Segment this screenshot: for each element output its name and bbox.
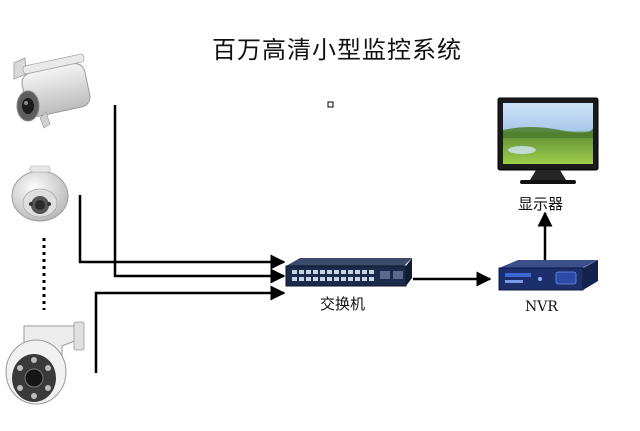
switch-label: 交换机 bbox=[320, 295, 366, 313]
edge-ptz-to-switch bbox=[94, 285, 286, 373]
monitor-icon bbox=[497, 97, 599, 184]
edge-bullet-to-switch bbox=[113, 105, 286, 284]
nvr-label: NVR bbox=[525, 299, 558, 315]
bullet-camera-icon bbox=[13, 53, 91, 129]
small-square-marker bbox=[327, 101, 334, 108]
connection-lines bbox=[42, 105, 553, 373]
monitor-label: 显示器 bbox=[518, 195, 564, 213]
switch-icon bbox=[285, 258, 412, 287]
edge-dome-to-switch bbox=[78, 195, 286, 270]
ptz-camera-icon bbox=[5, 321, 85, 405]
diagram-title: 百万高清小型监控系统 bbox=[212, 36, 462, 64]
dome-camera-icon bbox=[11, 165, 69, 222]
nvr-icon bbox=[498, 260, 598, 291]
